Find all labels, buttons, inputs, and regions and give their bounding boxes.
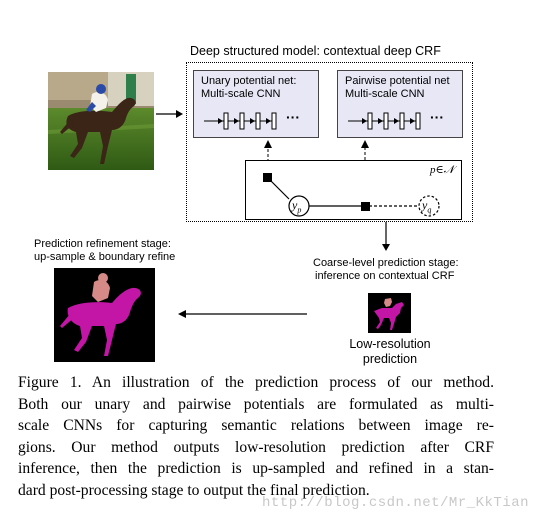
refine-stage-line2: up-sample & boundary refine [34, 251, 176, 263]
crf-set-label: p∈𝒩 [430, 164, 455, 176]
unary-ellipsis: ··· [286, 109, 300, 125]
caption-line: Figure 1. An illustration of the predict… [18, 374, 494, 391]
low-resolution-label: Low-resolution prediction [335, 337, 445, 367]
node-yp-label: yp [292, 198, 302, 215]
unary-net-label-line1: Unary potential net: [201, 75, 297, 87]
diagram-title: Deep structured model: contextual deep C… [190, 44, 441, 58]
potential-connectors [264, 140, 369, 200]
refine-stage-label: Prediction refinement stage: up-sample &… [34, 238, 175, 264]
low-resolution-line2: prediction [362, 352, 418, 366]
coarse-stage-line1: Coarse-level prediction stage: [313, 257, 459, 269]
watermark: http://blog.csdn.net/Mr_KkTian [262, 495, 530, 511]
low-resolution-mask [368, 293, 411, 333]
deep-crf-dotted-box [186, 62, 473, 222]
caption-line: scale CNNs for capturing semantic relati… [18, 417, 494, 434]
low-resolution-line1: Low-resolution [349, 337, 431, 351]
input-arrow [156, 110, 183, 118]
pairwise-net-label-line2: Multi-scale CNN [345, 88, 425, 100]
pairwise-net-label-line1: Pairwise potential net [345, 75, 450, 87]
refine-stage-line1: Prediction refinement stage: [34, 238, 171, 250]
node-yq [418, 195, 440, 217]
caption-line: dard post-processing stage to output the… [18, 481, 370, 499]
unary-net-label-line2: Multi-scale CNN [201, 88, 281, 100]
pairwise-potential-net-box: Pairwise potential net Multi-scale CNN ·… [337, 70, 463, 138]
coarse-down-arrow [382, 222, 390, 251]
unary-cnn-layers-icon [204, 112, 277, 130]
input-photo [48, 72, 154, 170]
caption-line: inference, then the prediction is up-sam… [18, 460, 494, 477]
coarse-stage-line2: inference on contextual CRF [315, 270, 455, 282]
caption-line: Both our unary and pairwise potentials a… [18, 395, 494, 413]
unary-factor-node [263, 173, 272, 182]
refine-left-arrow [178, 310, 307, 318]
unary-net-label: Unary potential net: Multi-scale CNN [201, 75, 296, 101]
refined-prediction-mask [54, 268, 155, 362]
crf-graph [263, 173, 440, 217]
pairwise-net-label: Pairwise potential net Multi-scale CNN [345, 75, 450, 101]
node-yq-label: yq [422, 198, 432, 215]
pairwise-ellipsis: ··· [430, 109, 444, 125]
pairwise-factor-node [361, 202, 370, 211]
figure-caption: Figure 1. An illustration of the predict… [18, 372, 494, 501]
pairwise-cnn-layers-icon [348, 112, 421, 130]
caption-line: gions. Our method outputs low-resolution… [18, 438, 494, 456]
unary-potential-net-box: Unary potential net: Multi-scale CNN ··· [193, 70, 319, 138]
coarse-stage-label: Coarse-level prediction stage: inference… [313, 257, 459, 283]
node-yp [288, 195, 310, 217]
